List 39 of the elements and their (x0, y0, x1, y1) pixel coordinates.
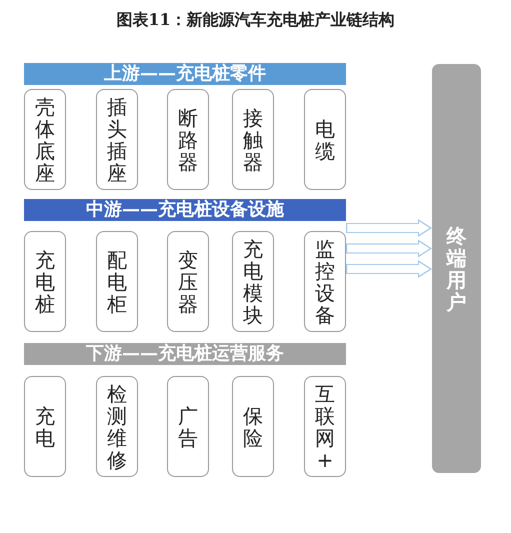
component-label: 充电模块 (243, 238, 263, 326)
component-box (96, 231, 138, 332)
component-box (232, 376, 274, 477)
end-user-column (432, 64, 481, 473)
component-box (304, 231, 346, 332)
component-box (24, 89, 66, 190)
section-header-bar (24, 199, 346, 221)
component-label: 接触器 (243, 106, 263, 172)
component-label: 充电桩 (35, 248, 55, 314)
component-box (167, 89, 209, 190)
component-label: 检测维修 (107, 382, 127, 470)
component-label: 充电 (35, 404, 55, 448)
component-label: 断路器 (178, 106, 198, 172)
component-box (232, 231, 274, 332)
component-label: 插头插座 (107, 96, 127, 184)
component-label: 广告 (178, 404, 198, 448)
component-label: 配电柜 (107, 248, 127, 314)
component-box (96, 89, 138, 190)
section-header-bar (24, 343, 346, 365)
component-label: 互联网+ (315, 382, 335, 470)
component-label: 壳体底座 (35, 96, 55, 184)
component-box (167, 376, 209, 477)
section-title: 下游——充电桩运营服务 (86, 345, 284, 363)
component-label: 监控设备 (315, 238, 335, 326)
component-label: 电缆 (315, 118, 335, 162)
end-user-label: 终端用户 (446, 224, 466, 312)
section-title: 上游——充电桩零件 (104, 65, 266, 83)
component-box (96, 376, 138, 477)
component-label: 保险 (243, 404, 263, 448)
component-box (24, 231, 66, 332)
diagram-title: 图表11：新能源汽车充电桩产业链结构 (116, 10, 395, 30)
component-box (304, 376, 346, 477)
component-box (232, 89, 274, 190)
component-box (24, 376, 66, 477)
component-label: 变压器 (178, 248, 198, 314)
section-header-bar (24, 63, 346, 85)
component-box (304, 89, 346, 190)
component-box (167, 231, 209, 332)
section-title: 中游——充电桩设备设施 (86, 201, 284, 219)
